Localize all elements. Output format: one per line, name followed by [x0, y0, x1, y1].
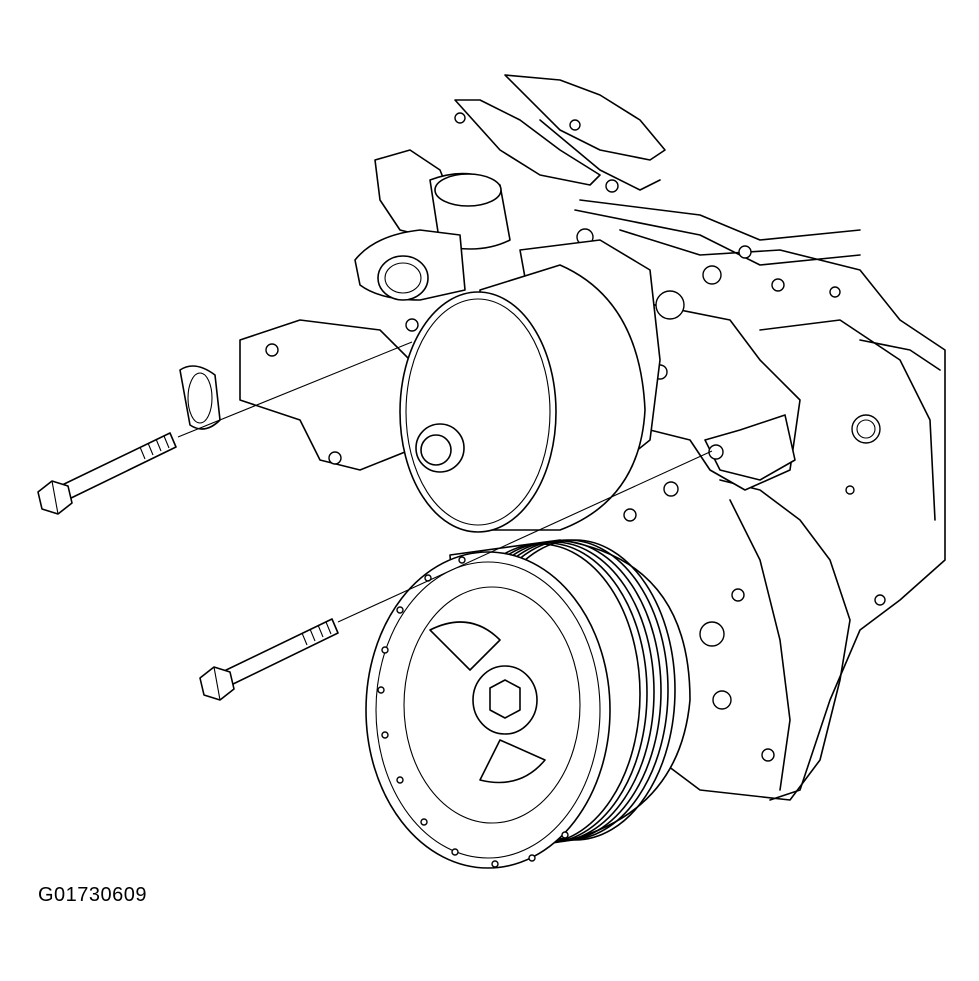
tensioner-bracket: [623, 290, 801, 522]
thermostat-housing: [354, 172, 511, 301]
water-pump-pulley: [399, 264, 646, 533]
figure-code-label: G01730609: [38, 884, 148, 906]
lower-bolt: [199, 450, 713, 701]
crankshaft-pulley: [365, 539, 691, 869]
engine-block: [576, 228, 946, 801]
upper-bolt: [37, 341, 413, 515]
upper-manifold-housing: [374, 74, 861, 266]
coolant-outlet-housing: [179, 318, 421, 471]
